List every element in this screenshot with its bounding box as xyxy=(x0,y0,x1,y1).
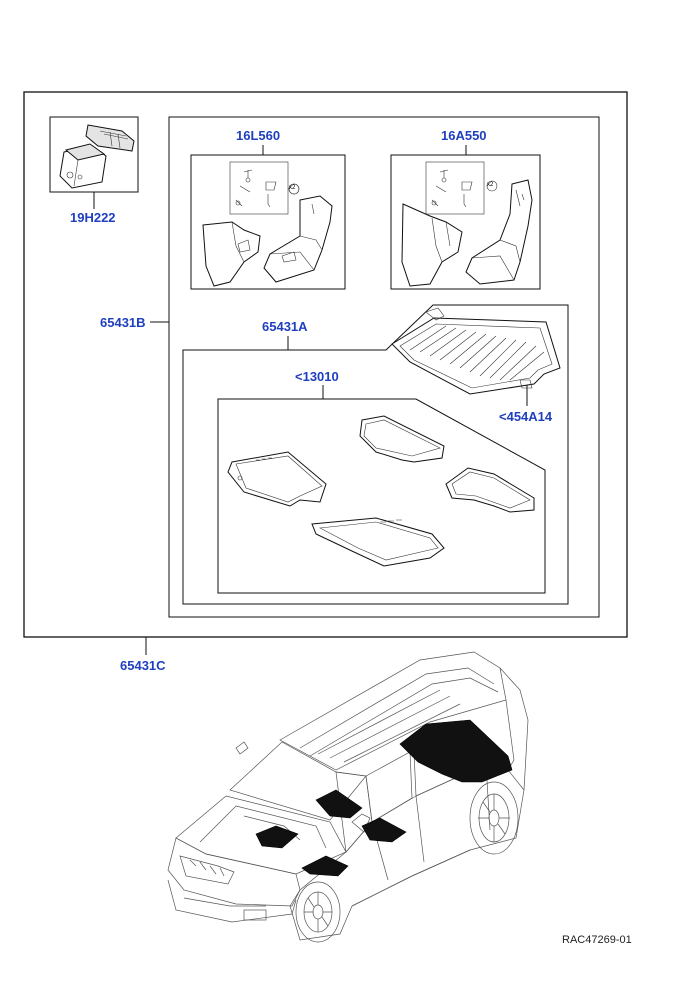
quantity-badge-label: x2 xyxy=(289,185,296,191)
callout-19h222[interactable]: 19H222 xyxy=(70,210,116,225)
load-space-liner-illustration xyxy=(391,307,561,395)
box-16l560 xyxy=(190,154,346,290)
callout-13010[interactable]: <13010 xyxy=(295,369,339,384)
mudflap-kit-16l560-illustration xyxy=(202,161,333,287)
callout-454a14[interactable]: <454A14 xyxy=(499,409,553,424)
quantity-badge-16l560 xyxy=(288,183,300,195)
kit-frame-65431a xyxy=(182,304,569,605)
callout-16l560[interactable]: 16L560 xyxy=(236,128,281,143)
callout-65431a[interactable]: 65431A xyxy=(262,319,308,334)
callout-65431b[interactable]: 65431B xyxy=(100,315,146,330)
carpet-mat-set-frame xyxy=(217,398,546,594)
callout-65431c[interactable]: 65431C xyxy=(120,658,166,673)
illustration-reference: RAC47269-01 xyxy=(562,934,632,946)
callout-16a550[interactable]: 16A550 xyxy=(441,128,487,143)
kit-frame-65431b xyxy=(168,116,600,618)
quantity-badge-label-16a550: x2 xyxy=(487,182,494,188)
mudflap-kit-16a550-illustration xyxy=(401,161,533,287)
fitted-mats-shown-in-vehicle xyxy=(255,719,513,877)
carpet-mats-illustration xyxy=(227,415,535,567)
kit-frame-65431c xyxy=(23,91,628,638)
vehicle-illustration xyxy=(167,651,529,943)
device-19h222-illustration xyxy=(59,124,135,189)
